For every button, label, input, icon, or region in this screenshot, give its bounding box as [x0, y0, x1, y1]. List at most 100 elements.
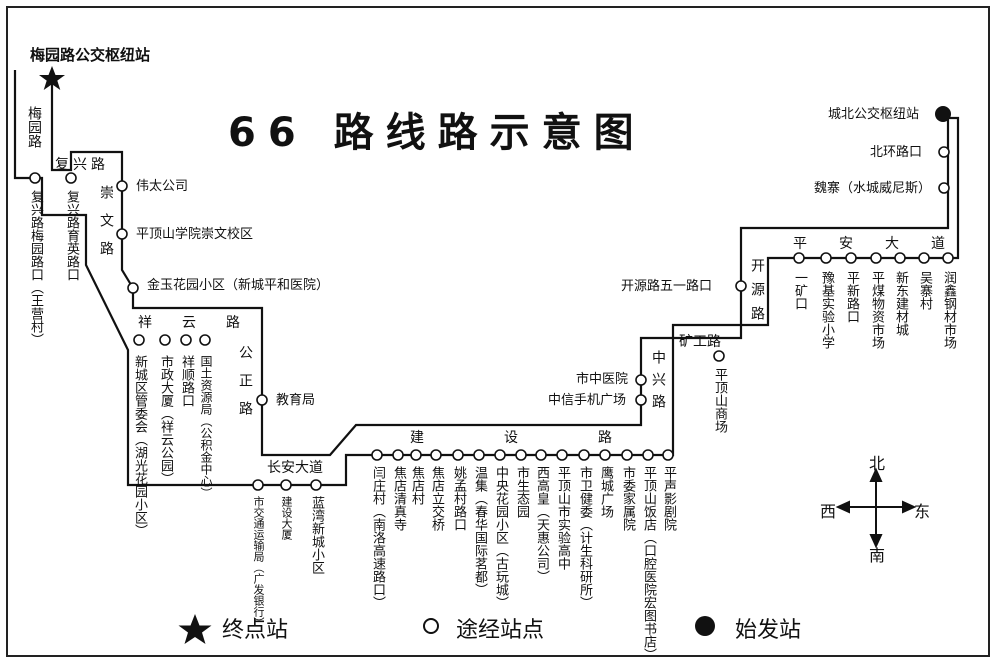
legend-star-icon: [178, 614, 212, 644]
compass-arrows: [835, 467, 917, 549]
stop-label: 祥顺路口: [179, 355, 194, 407]
stop-marker: [942, 252, 954, 264]
legend-via: 途经站点: [456, 618, 545, 643]
road-xiangyun: 祥云路: [138, 315, 270, 331]
stop-marker: [473, 449, 485, 461]
stop-marker: [918, 252, 930, 264]
stop-marker: [578, 449, 590, 461]
road-fuxing: 复兴路: [55, 157, 109, 173]
stop-marker: [116, 228, 128, 240]
stop-label: 一矿口: [792, 271, 807, 310]
stop-marker: [65, 172, 77, 184]
stop-label: 吴寨村: [917, 271, 932, 310]
stop-marker: [713, 350, 725, 362]
stop-marker: [820, 252, 832, 264]
compass-north: 北: [869, 454, 886, 473]
route-inner: [50, 78, 950, 457]
stop-label: 平顶山饭店（口腔医院宏图书店）: [641, 466, 656, 661]
road-chongwen: 崇文路: [98, 185, 114, 269]
stop-marker: [642, 449, 654, 461]
road-changan: 长安大道: [267, 460, 323, 476]
stop-label: 平煤物资市场: [869, 271, 884, 349]
terminal-label: 梅园路公交枢纽站: [30, 46, 151, 64]
stop-marker: [599, 449, 611, 461]
stop-marker: [371, 449, 383, 461]
road-zhongxing: 中兴路: [650, 350, 666, 416]
road-jianshe: 建设路: [410, 430, 692, 446]
stop-marker: [116, 180, 128, 192]
stop-marker: [252, 479, 264, 491]
stop-marker: [793, 252, 805, 264]
terminal-star-icon: [39, 66, 65, 90]
stop-marker: [556, 449, 568, 461]
stop-label: 开源路五一路口: [621, 279, 713, 294]
compass-south: 南: [869, 546, 886, 565]
stop-markers: [29, 146, 954, 491]
stop-label: 市委家属院: [620, 466, 635, 531]
stop-marker: [635, 374, 647, 386]
stop-label: 市交通运输局（广发银行）: [252, 496, 265, 628]
stop-marker: [29, 172, 41, 184]
stop-marker: [894, 252, 906, 264]
stop-marker: [621, 449, 633, 461]
stop-label: 平顶山市实验高中: [555, 466, 570, 570]
stop-marker: [938, 146, 950, 158]
road-meiyuan: 梅园路: [26, 106, 42, 148]
stop-label: 蓝湾新城小区: [309, 496, 324, 574]
stop-label: 市卫健委（计生科研所）: [577, 466, 592, 609]
stop-marker: [392, 449, 404, 461]
stop-marker: [938, 182, 950, 194]
stop-label: 平顶山商场: [712, 368, 727, 433]
stop-marker: [280, 479, 292, 491]
stop-marker: [735, 280, 747, 292]
stop-label: 闫庄村（南洛高速路口）: [370, 466, 385, 609]
stop-marker: [452, 449, 464, 461]
origin-label: 城北公交枢纽站: [828, 107, 920, 122]
stop-label: 复兴路梅园路口（王营村）: [28, 190, 43, 346]
stop-marker: [310, 479, 322, 491]
stop-label: 市中医院: [576, 372, 629, 387]
stop-label: 中央花园小区（古玩城）: [493, 466, 508, 609]
stop-marker: [870, 252, 882, 264]
stop-label: 西高皇（天惠公司）: [534, 466, 549, 583]
origin-marker: [935, 106, 951, 122]
stop-marker: [127, 282, 139, 294]
stop-label: 复兴路育英路口: [64, 190, 79, 281]
stop-label: 新东建材城: [893, 271, 908, 336]
stop-marker: [133, 334, 145, 346]
stop-label: 平顶山学院崇文校区: [136, 227, 254, 242]
road-kaiyuan: 开源路: [749, 258, 765, 330]
stop-label: 中信手机广场: [548, 393, 627, 408]
stop-marker: [494, 449, 506, 461]
stop-label: 北环路口: [870, 145, 923, 160]
stop-label: 焦店村: [409, 466, 424, 505]
stop-label: 市政大厦（祥云公园）: [158, 355, 173, 485]
stop-label: 国土资源局（公积金中心）: [199, 355, 213, 499]
stop-marker: [410, 449, 422, 461]
road-kuanggong: 矿工路: [679, 334, 721, 350]
stop-label: 姚孟村路口: [451, 466, 466, 531]
stop-label: 豫基实验小学: [819, 271, 834, 349]
stop-label: 平新路口: [844, 271, 859, 323]
stop-label: 平声影剧院: [661, 466, 676, 531]
stop-label: 焦店立交桥: [429, 466, 444, 531]
legend-terminal: 终点站: [222, 618, 289, 643]
stop-label: 魏寨（水城威尼斯）: [814, 181, 932, 196]
stop-marker: [535, 449, 547, 461]
compass-west: 西: [820, 502, 837, 521]
stop-label: 焦店清真寺: [391, 466, 406, 531]
stop-marker: [430, 449, 442, 461]
stop-marker: [635, 394, 647, 406]
legend-circle-icon: [423, 618, 439, 634]
stop-label: 金玉花园小区（新城平和医院）: [147, 278, 330, 293]
stop-marker: [180, 334, 192, 346]
stop-marker: [515, 449, 527, 461]
legend-origin: 始发站: [735, 618, 802, 643]
stop-label: 市生态园: [514, 466, 529, 518]
compass-east: 东: [914, 502, 931, 521]
road-gongzheng: 公正路: [237, 345, 253, 429]
stop-label: 建设大厦: [280, 496, 293, 540]
stop-label: 润鑫钢材市场: [941, 271, 956, 349]
